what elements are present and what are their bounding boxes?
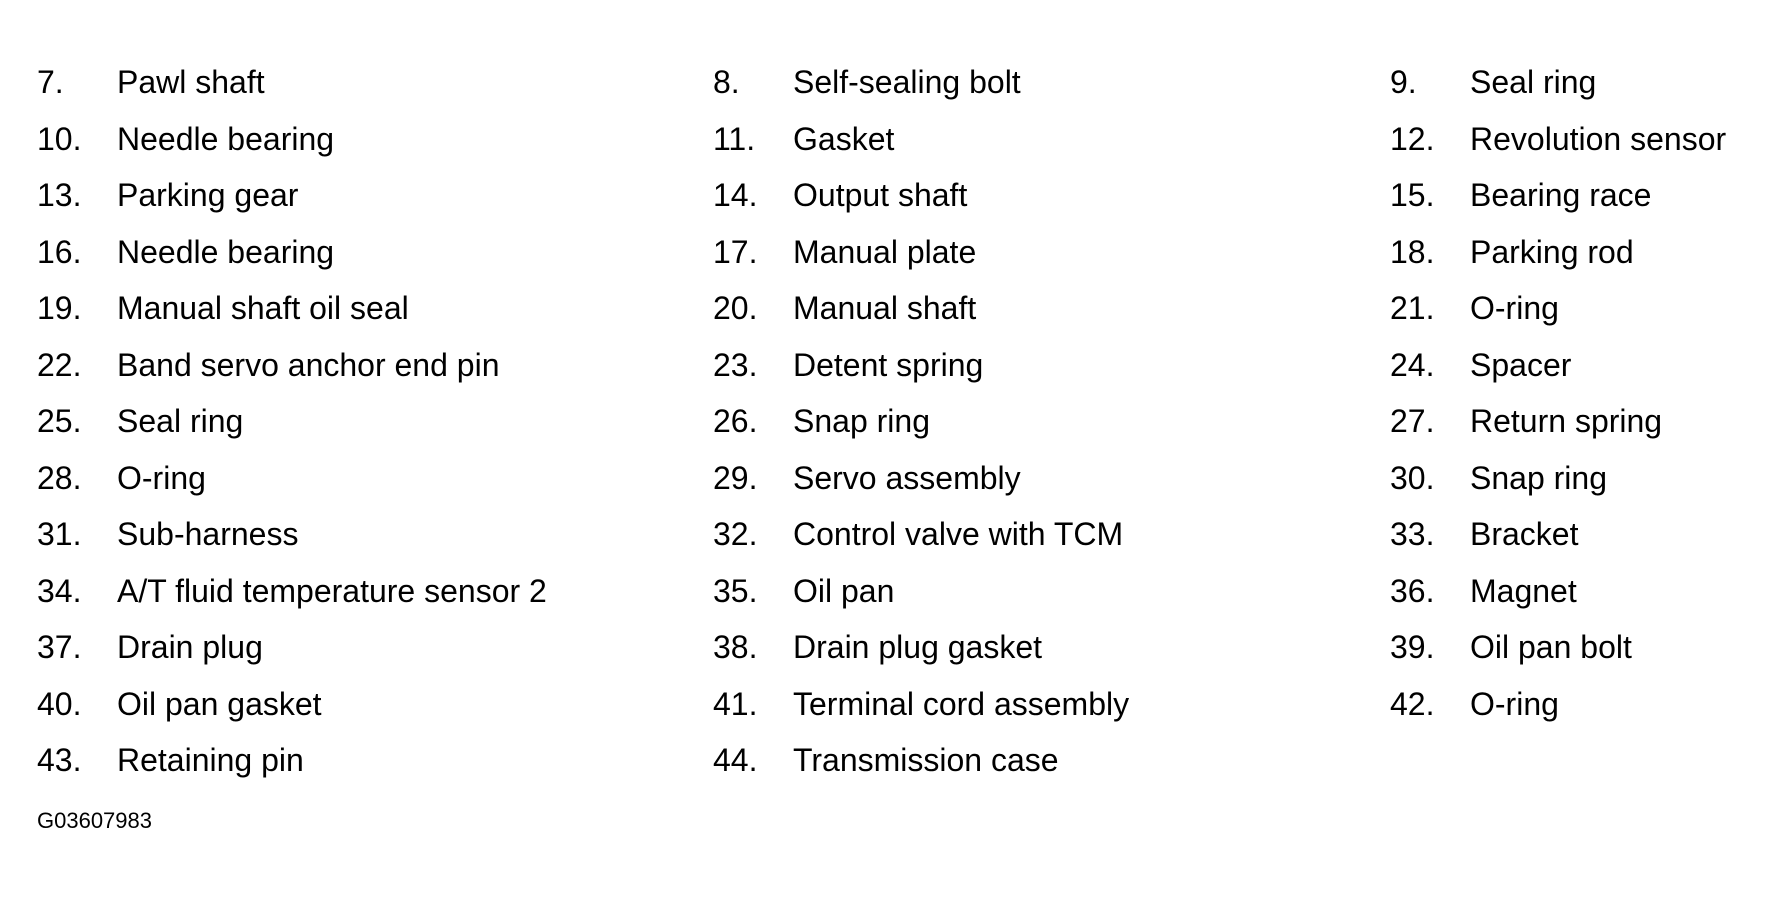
item-label: Manual plate [793,233,977,270]
item-number: 42. [1390,685,1435,722]
legend-row: 19. Manual shaft oil seal 20. Manual sha… [0,288,1782,345]
item-label: Snap ring [793,403,930,439]
item-number: 15. [1390,177,1435,213]
item-label: Needle bearing [117,233,335,270]
item-label: Seal ring [1470,64,1597,100]
item-label: A/T fluid temperature sensor 2 [117,572,547,609]
item-number: 26. [713,403,758,439]
item-number: 30. [1390,459,1435,496]
item-label: Return spring [1470,403,1663,439]
item-number: 34. [37,572,82,609]
legend-row: 10. Needle bearing 11. Gasket 12. Revolu… [0,119,1782,176]
item-number: 7. [37,64,64,100]
item-number: 27. [1390,403,1435,439]
legend-row: 25. Seal ring 26. Snap ring 27. Return s… [0,401,1782,458]
item-number: 16. [37,233,82,270]
item-label: Terminal cord assembly [793,685,1130,722]
item-number: 25. [37,403,82,439]
item-number: 41. [713,685,758,722]
item-label: Self-sealing bolt [793,64,1021,100]
item-label: Snap ring [1470,459,1607,496]
item-number: 9. [1390,64,1417,100]
item-number: 18. [1390,233,1435,270]
legend-row: 34. A/T fluid temperature sensor 2 35. O… [0,571,1782,628]
item-label: O-ring [1470,685,1559,722]
legend-row: 28. O-ring 29. Servo assembly 30. Snap r… [0,458,1782,515]
item-number: 37. [37,629,82,665]
item-label: Output shaft [793,177,968,213]
item-number: 40. [37,685,82,722]
item-number: 44. [713,742,758,778]
item-label: Retaining pin [117,742,304,778]
item-label: Bracket [1470,516,1579,552]
item-number: 39. [1390,629,1435,665]
item-label: O-ring [117,459,206,496]
item-number: 36. [1390,572,1435,609]
item-number: 12. [1390,120,1435,157]
item-number: 29. [713,459,758,496]
figure-id: G03607983 [37,808,152,833]
item-number: 28. [37,459,82,496]
item-number: 21. [1390,290,1435,326]
legend-row: 22. Band servo anchor end pin 23. Detent… [0,345,1782,402]
item-label: Sub-harness [117,516,299,552]
item-label: Servo assembly [793,459,1021,496]
item-label: Magnet [1470,572,1577,609]
item-label: Transmission case [793,742,1059,778]
item-number: 38. [713,629,758,665]
item-label: Pawl shaft [117,64,265,100]
item-label: Revolution sensor [1470,120,1727,157]
legend-row: 7. Pawl shaft 8. Self-sealing bolt 9. Se… [0,62,1782,119]
item-label: Needle bearing [117,120,335,157]
parts-legend: 7. Pawl shaft 8. Self-sealing bolt 9. Se… [0,62,1782,797]
item-label: Bearing race [1470,177,1652,213]
item-label: Manual shaft [793,290,977,326]
item-label: Parking gear [117,177,299,213]
legend-row: 13. Parking gear 14. Output shaft 15. Be… [0,175,1782,232]
item-label: Parking rod [1470,233,1634,270]
item-number: 43. [37,742,82,778]
item-label: Manual shaft oil seal [117,290,409,326]
item-number: 11. [713,120,756,157]
item-label: Drain plug [117,629,263,665]
item-number: 10. [37,120,82,157]
item-label: Drain plug gasket [793,629,1043,665]
item-label: Band servo anchor end pin [117,346,500,383]
item-number: 24. [1390,346,1435,383]
item-number: 8. [713,64,740,100]
legend-row: 40. Oil pan gasket 41. Terminal cord ass… [0,684,1782,741]
item-number: 32. [713,516,758,552]
item-number: 19. [37,290,82,326]
item-label: Spacer [1470,346,1572,383]
item-number: 35. [713,572,758,609]
item-number: 17. [713,233,758,270]
item-number: 33. [1390,516,1435,552]
legend-row: 31. Sub-harness 32. Control valve with T… [0,514,1782,571]
item-label: Gasket [793,120,895,157]
item-number: 13. [37,177,82,213]
item-label: Detent spring [793,346,984,383]
item-label: Oil pan [793,572,895,609]
legend-row: 43. Retaining pin 44. Transmission case [0,740,1782,797]
legend-row: 16. Needle bearing 17. Manual plate 18. … [0,232,1782,289]
item-number: 31. [37,516,82,552]
item-number: 20. [713,290,758,326]
item-label: O-ring [1470,290,1559,326]
item-number: 23. [713,346,758,383]
item-number: 22. [37,346,82,383]
item-label: Seal ring [117,403,244,439]
item-label: Oil pan bolt [1470,629,1632,665]
legend-row: 37. Drain plug 38. Drain plug gasket 39.… [0,627,1782,684]
item-label: Oil pan gasket [117,685,322,722]
item-number: 14. [713,177,758,213]
item-label: Control valve with TCM [793,516,1124,552]
